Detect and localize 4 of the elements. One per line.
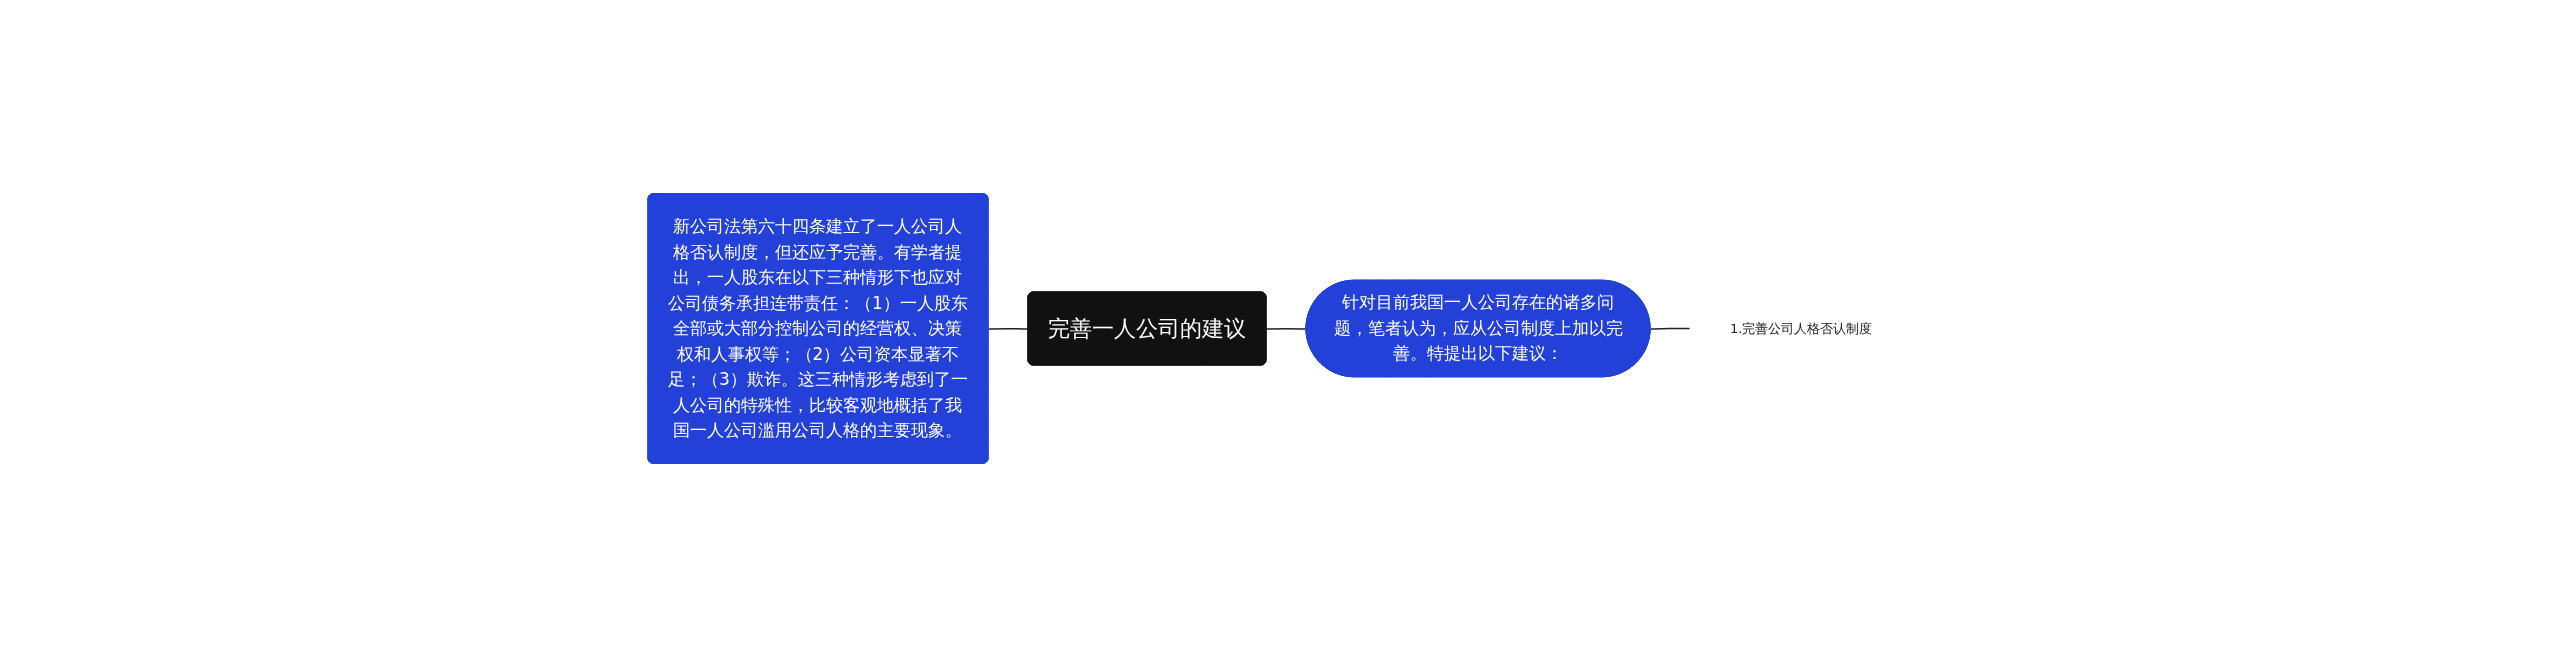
connector — [1265, 327, 1307, 330]
connector — [1649, 327, 1691, 330]
connector — [987, 327, 1029, 330]
node-text: 1.完善公司人格否认制度 — [1729, 320, 1873, 336]
